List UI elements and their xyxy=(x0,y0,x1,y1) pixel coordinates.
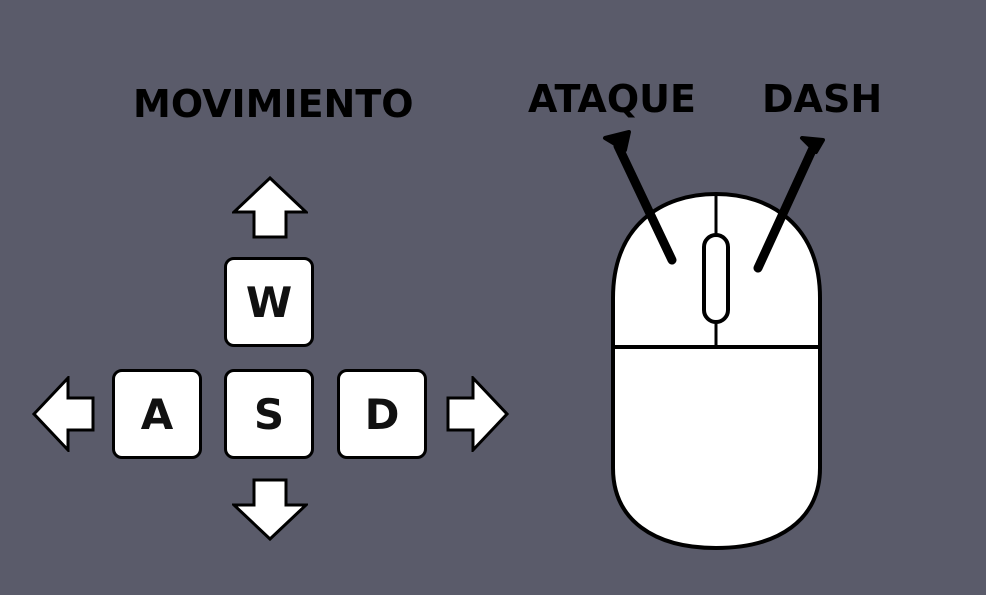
left-click-pointer-icon xyxy=(603,130,677,265)
key-d[interactable]: D xyxy=(337,369,427,459)
key-w[interactable]: W xyxy=(224,257,314,347)
scroll-wheel[interactable] xyxy=(702,233,730,324)
arrow-up-icon xyxy=(232,176,308,239)
key-s[interactable]: S xyxy=(224,369,314,459)
arrow-right-icon xyxy=(446,376,510,452)
key-a[interactable]: A xyxy=(112,369,202,459)
key-s-label: S xyxy=(253,389,285,439)
arrow-left-icon xyxy=(32,376,95,452)
dash-label: DASH xyxy=(762,77,883,121)
key-a-label: A xyxy=(140,389,174,439)
movement-label: MOVIMIENTO xyxy=(133,82,414,126)
attack-label: ATAQUE xyxy=(528,77,696,121)
right-click-pointer-icon xyxy=(753,136,825,273)
arrow-down-icon xyxy=(232,478,308,542)
key-w-label: W xyxy=(245,277,293,327)
key-d-label: D xyxy=(364,389,400,439)
mouse-icon xyxy=(603,130,825,551)
